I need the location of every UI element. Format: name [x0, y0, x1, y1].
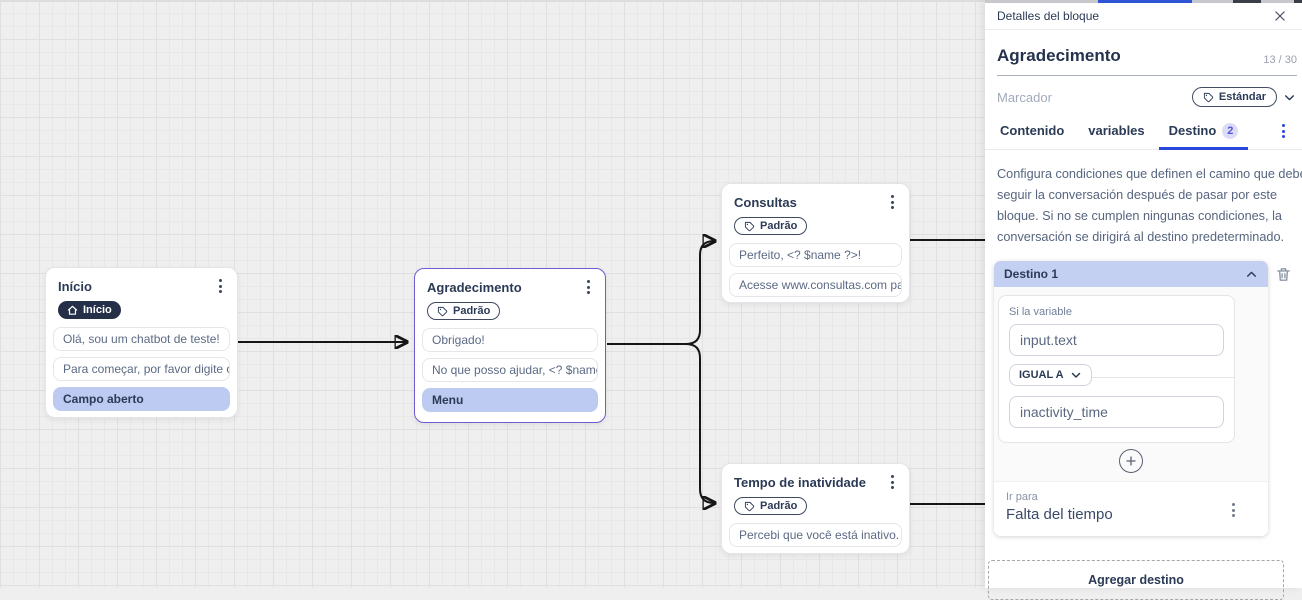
tab-destino[interactable]: Destino 2: [1158, 122, 1248, 150]
chevron-down-icon: [1285, 94, 1294, 100]
destination-description: Configura condiciones que definen el cam…: [997, 167, 1302, 244]
node-type-badge: Início: [58, 301, 121, 319]
panel-tabs: Contenido variables Destino 2: [985, 107, 1302, 150]
chevron-up-icon: [1245, 268, 1258, 281]
tag-icon: [1203, 92, 1214, 102]
destino-count-badge: 2: [1222, 122, 1239, 139]
kebab-menu-icon[interactable]: [584, 278, 593, 296]
block-details-panel: Detalles del bloque 13 / 30 Marcador Est…: [985, 0, 1302, 600]
node-type-badge: Padrão: [734, 217, 808, 235]
node-agradecimento[interactable]: Agradecimento Padrão Obrigado! No que po…: [414, 268, 606, 423]
condition-value-input[interactable]: [1009, 396, 1224, 428]
node-message[interactable]: No que posso ajudar, <? $name ...: [422, 357, 598, 382]
node-type-badge: Padrão: [427, 302, 501, 320]
marker-value: Estándar: [1218, 91, 1266, 103]
goto-value: Falta del tiempo: [1006, 506, 1113, 523]
operator-value: IGUAL A: [1019, 369, 1064, 381]
node-title: Consultas: [734, 194, 797, 210]
edge-agradecimento-consultas: [607, 241, 715, 345]
condition-divider: [1071, 377, 1234, 378]
node-message[interactable]: Obrigado!: [422, 327, 598, 352]
kebab-menu-icon[interactable]: [888, 193, 897, 211]
block-name-input[interactable]: [997, 46, 1256, 66]
kebab-menu-icon[interactable]: [216, 277, 225, 295]
node-output-menu[interactable]: Menu: [422, 387, 598, 412]
node-message[interactable]: Olá, sou um chatbot de teste!: [53, 326, 230, 351]
home-icon: [67, 305, 78, 315]
condition-variable-input[interactable]: [1009, 324, 1224, 356]
top-strip-blue-segment: [1098, 0, 1192, 3]
edge-agradecimento-tempo: [607, 343, 715, 503]
tab-contenido[interactable]: Contenido: [1000, 123, 1065, 138]
goto-label: Ir para: [1006, 491, 1038, 503]
destination-header[interactable]: Destino 1: [994, 261, 1268, 287]
canvas-top-border: [0, 0, 985, 2]
node-message[interactable]: Para começar, por favor digite o ...: [53, 356, 230, 381]
destination-title: Destino 1: [1004, 267, 1059, 281]
node-consultas[interactable]: Consultas Padrão Perfeito, <? $name ?>! …: [721, 183, 910, 303]
marker-dropdown-button[interactable]: [1283, 91, 1296, 104]
node-inicio[interactable]: Início Início Olá, sou um chatbot de tes…: [45, 267, 238, 418]
node-message[interactable]: Percebi que você está inativo. C...: [729, 522, 902, 547]
delete-destination-button[interactable]: [1275, 266, 1292, 286]
tag-icon: [744, 501, 755, 511]
condition-label: Si la variable: [1009, 306, 1072, 318]
panel-top-strip: [985, 0, 1302, 3]
tabs-kebab-menu-icon[interactable]: [1279, 122, 1288, 140]
block-name-field[interactable]: 13 / 30: [997, 46, 1297, 76]
node-title: Início: [58, 278, 92, 294]
plus-icon: [1126, 456, 1136, 466]
node-message[interactable]: Acesse www.consultas.com par...: [729, 272, 902, 297]
node-output-campo-aberto[interactable]: Campo aberto: [53, 386, 230, 411]
marker-label: Marcador: [997, 89, 1052, 105]
panel-title: Detalles del bloque: [997, 9, 1100, 23]
node-message[interactable]: Perfeito, <? $name ?>!: [729, 242, 902, 267]
goto-section: Ir para Falta del tiempo: [994, 481, 1268, 536]
top-strip-dark-segment: [1294, 0, 1302, 3]
tag-icon: [744, 221, 755, 231]
operator-dropdown[interactable]: IGUAL A: [1009, 364, 1092, 386]
close-panel-button[interactable]: [1273, 9, 1287, 23]
close-icon: [1275, 11, 1285, 21]
node-title: Tempo de inatividade: [734, 474, 866, 490]
node-type-badge: Padrão: [734, 497, 808, 515]
char-counter: 13 / 30: [1263, 54, 1297, 66]
goto-kebab-menu-icon[interactable]: [1229, 501, 1238, 519]
node-title: Agradecimento: [427, 279, 522, 295]
tag-icon: [437, 306, 448, 316]
destination-card: Destino 1 Si la variable IGUAL A: [994, 261, 1268, 536]
trash-icon: [1277, 268, 1290, 281]
marker-selector[interactable]: Estándar: [1191, 87, 1277, 107]
top-strip-dark-segment: [1233, 0, 1261, 3]
tab-variables[interactable]: variables: [1088, 123, 1145, 138]
condition-card: Si la variable IGUAL A: [998, 295, 1235, 443]
add-condition-button[interactable]: [1119, 449, 1143, 473]
chevron-down-icon: [1071, 372, 1080, 378]
add-destination-button[interactable]: Agregar destino: [988, 560, 1284, 600]
kebab-menu-icon[interactable]: [888, 473, 897, 491]
node-tempo-inatividade[interactable]: Tempo de inatividade Padrão Percebi que …: [721, 463, 910, 554]
